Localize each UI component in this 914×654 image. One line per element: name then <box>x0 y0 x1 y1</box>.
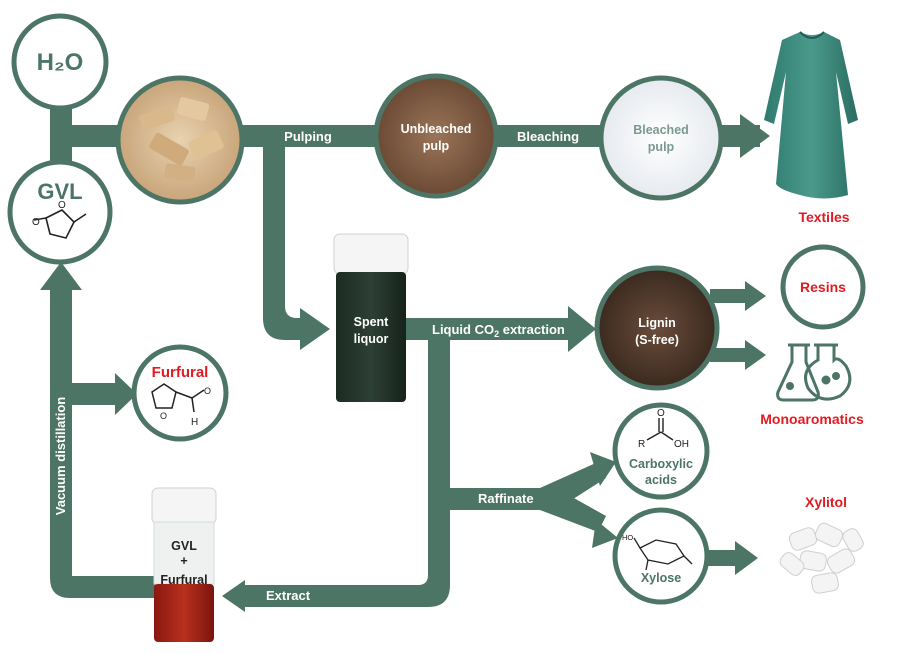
vial-label-furfural: Furfural <box>160 573 207 587</box>
bleached-pulp-label-1: Bleached <box>633 123 689 137</box>
furfural-label: Furfural <box>152 364 209 381</box>
carboxylic-r-label: R <box>638 439 645 450</box>
pipe-lignin-resins <box>710 289 750 303</box>
svg-text:O: O <box>160 411 167 421</box>
spent-liquor-vial: Spent liquor <box>333 233 409 402</box>
arrow-to-lignin <box>568 306 596 352</box>
xylitol-gum-icon <box>779 522 864 594</box>
vial-label-plus: + <box>180 554 187 568</box>
resins-label: Resins <box>800 279 846 295</box>
furfural-molecule-icon <box>151 383 205 413</box>
pipe-pulping-down <box>263 140 305 340</box>
xylitol-label: Xylitol <box>805 494 847 510</box>
flow-label-extract: Extract <box>266 588 311 603</box>
pipe-furfural <box>60 383 120 405</box>
arrow-to-gvl <box>40 262 82 290</box>
carboxylic-o-label: O <box>657 408 665 419</box>
bleached-pulp-node: Bleached pulp <box>598 75 724 201</box>
arrow-to-furfural <box>115 373 137 415</box>
arrow-to-xylose <box>592 520 618 548</box>
unbleached-pulp-node: Unbleached pulp <box>373 73 499 199</box>
resins-node: Resins <box>780 244 866 330</box>
lignin-node: Lignin (S-free) <box>594 265 720 391</box>
spent-liquor-label-2: liquor <box>354 332 389 346</box>
unbleached-pulp-label-1: Unbleached <box>401 122 472 136</box>
flask-icon <box>776 343 852 402</box>
gvl-furfural-vial: GVL + Furfural <box>151 487 217 642</box>
arrow-to-textiles <box>740 114 770 158</box>
svg-text:O: O <box>32 217 40 228</box>
wood-chips-node <box>115 75 245 205</box>
furfural-node: Furfural O O H <box>131 344 229 442</box>
unbleached-pulp-label-2: pulp <box>423 139 450 153</box>
pipe-co2 <box>362 318 572 340</box>
gvl-node: GVL O O <box>7 159 113 265</box>
xylose-ho-label: HO <box>622 533 633 542</box>
pipe-vacuum <box>50 290 160 598</box>
flow-label-liquid-co2: Liquid CO2 extraction <box>432 322 565 339</box>
lignin-label-2: (S-free) <box>635 333 679 347</box>
carboxylic-oh-label: OH <box>674 439 689 450</box>
gvl-label: GVL <box>37 179 82 204</box>
wood-chips-icon <box>139 97 224 182</box>
carboxylic-label-2: acids <box>645 473 677 487</box>
pipe-lignin-mono <box>710 348 750 362</box>
lignin-label-1: Lignin <box>638 316 676 330</box>
xylose-label: Xylose <box>641 571 681 585</box>
carboxylic-acids-node: R O OH Carboxylic acids <box>612 402 710 500</box>
xylose-node: HO Xylose <box>612 507 710 605</box>
spent-liquor-label-1: Spent <box>354 315 390 329</box>
pipe-xylose-xylitol <box>700 550 740 566</box>
arrow-to-spent-liquor <box>300 308 330 350</box>
gvl-molecule-icon <box>33 209 87 239</box>
monoaromatics-label: Monoaromatics <box>760 411 864 427</box>
pipe-raffinate-down-branch <box>540 488 606 532</box>
svg-text:O: O <box>204 386 211 396</box>
pipe-raffinate <box>440 488 550 510</box>
bleached-pulp-label-2: pulp <box>648 140 675 154</box>
flow-label-raffinate: Raffinate <box>478 491 534 506</box>
water-node: H₂O <box>11 13 109 111</box>
flow-label-bleaching: Bleaching <box>517 129 579 144</box>
carboxylic-acid-molecule-icon <box>646 418 674 441</box>
xylose-molecule-icon <box>633 537 693 571</box>
flow-label-pulping: Pulping <box>284 129 332 144</box>
water-label: H₂O <box>37 49 84 76</box>
arrow-to-monoaromatics <box>745 340 766 370</box>
arrow-to-resins <box>745 281 766 311</box>
flow-label-vacuum-distillation: Vacuum distillation <box>53 397 68 516</box>
svg-text:O: O <box>58 200 66 211</box>
furfural-h-label: H <box>191 417 198 428</box>
arrow-to-vial <box>222 580 245 612</box>
textiles-label: Textiles <box>798 209 849 225</box>
arrow-to-xylitol <box>735 541 758 575</box>
carboxylic-label-1: Carboxylic <box>629 457 693 471</box>
dress-icon <box>764 31 858 199</box>
pipe-raffinate-down <box>240 330 450 607</box>
arrow-to-carboxylic <box>590 452 616 486</box>
vial-label-gvl: GVL <box>171 539 197 553</box>
